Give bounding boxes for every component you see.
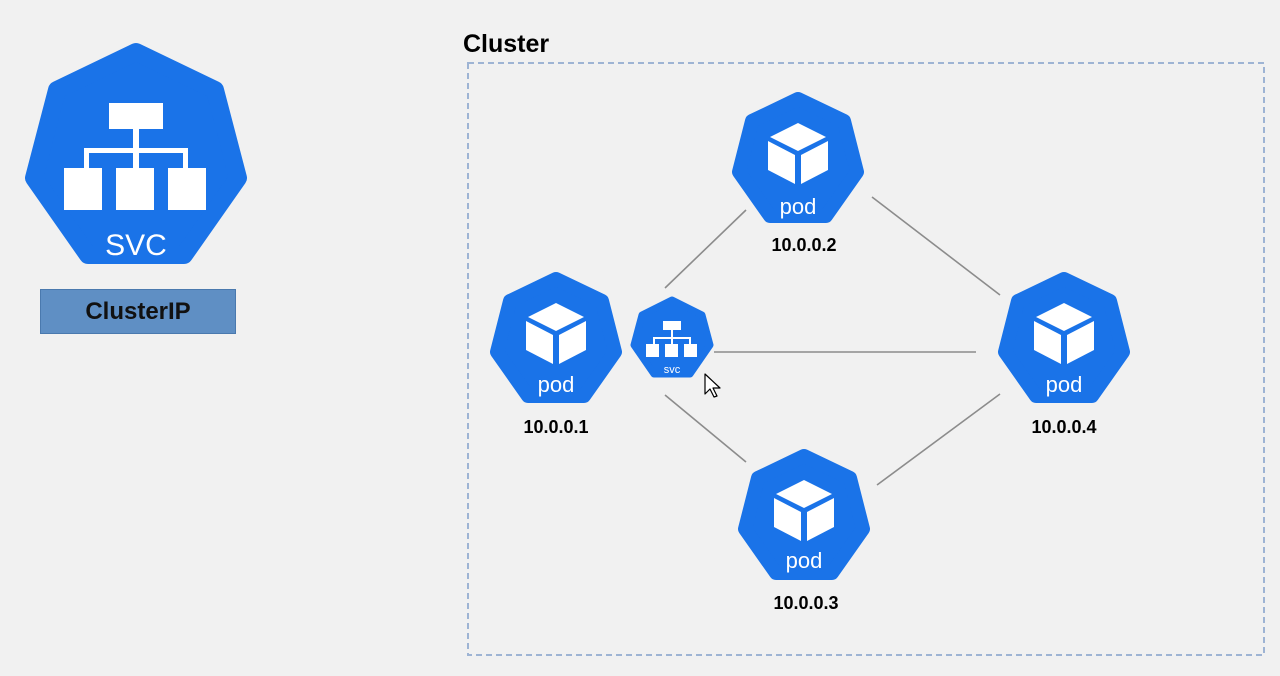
pod-node-1[interactable]: pod <box>490 272 622 403</box>
pod-label: pod <box>780 194 817 219</box>
pod-node-2[interactable]: pod <box>732 92 864 223</box>
pod-node-4[interactable]: pod <box>998 272 1130 403</box>
connections <box>664 196 1001 486</box>
pod-ip-2: 10.0.0.2 <box>771 235 836 255</box>
cluster-boundary <box>467 62 1265 656</box>
svc-legend-label: SVC <box>105 229 167 262</box>
cube-icon <box>774 480 834 541</box>
clusterip-badge: ClusterIP <box>40 289 236 334</box>
cube-icon <box>768 123 828 184</box>
network-tree-icon <box>64 103 206 210</box>
pod-label: pod <box>786 548 823 573</box>
pod-node-3[interactable]: pod <box>738 449 870 580</box>
pod-ip-1: 10.0.0.1 <box>523 417 588 437</box>
pod-label: pod <box>1046 372 1083 397</box>
mouse-cursor-icon <box>704 373 721 398</box>
pod-ip-3: 10.0.0.3 <box>773 593 838 613</box>
edge-svc-pod2 <box>664 209 747 289</box>
edge-svc-pod3 <box>664 394 747 463</box>
pod-label: pod <box>538 372 575 397</box>
svc-node[interactable]: svc <box>630 296 714 378</box>
network-tree-icon <box>646 321 697 357</box>
edge-pod2-pod4 <box>871 196 1001 296</box>
svc-node-label: svc <box>664 364 681 376</box>
cube-icon <box>1034 303 1094 364</box>
cube-icon <box>526 303 586 364</box>
cluster-title: Cluster <box>463 30 550 58</box>
svc-legend-icon: SVC <box>25 43 247 264</box>
edge-pod3-pod4 <box>876 393 1001 486</box>
pod-ip-4: 10.0.0.4 <box>1031 417 1096 437</box>
